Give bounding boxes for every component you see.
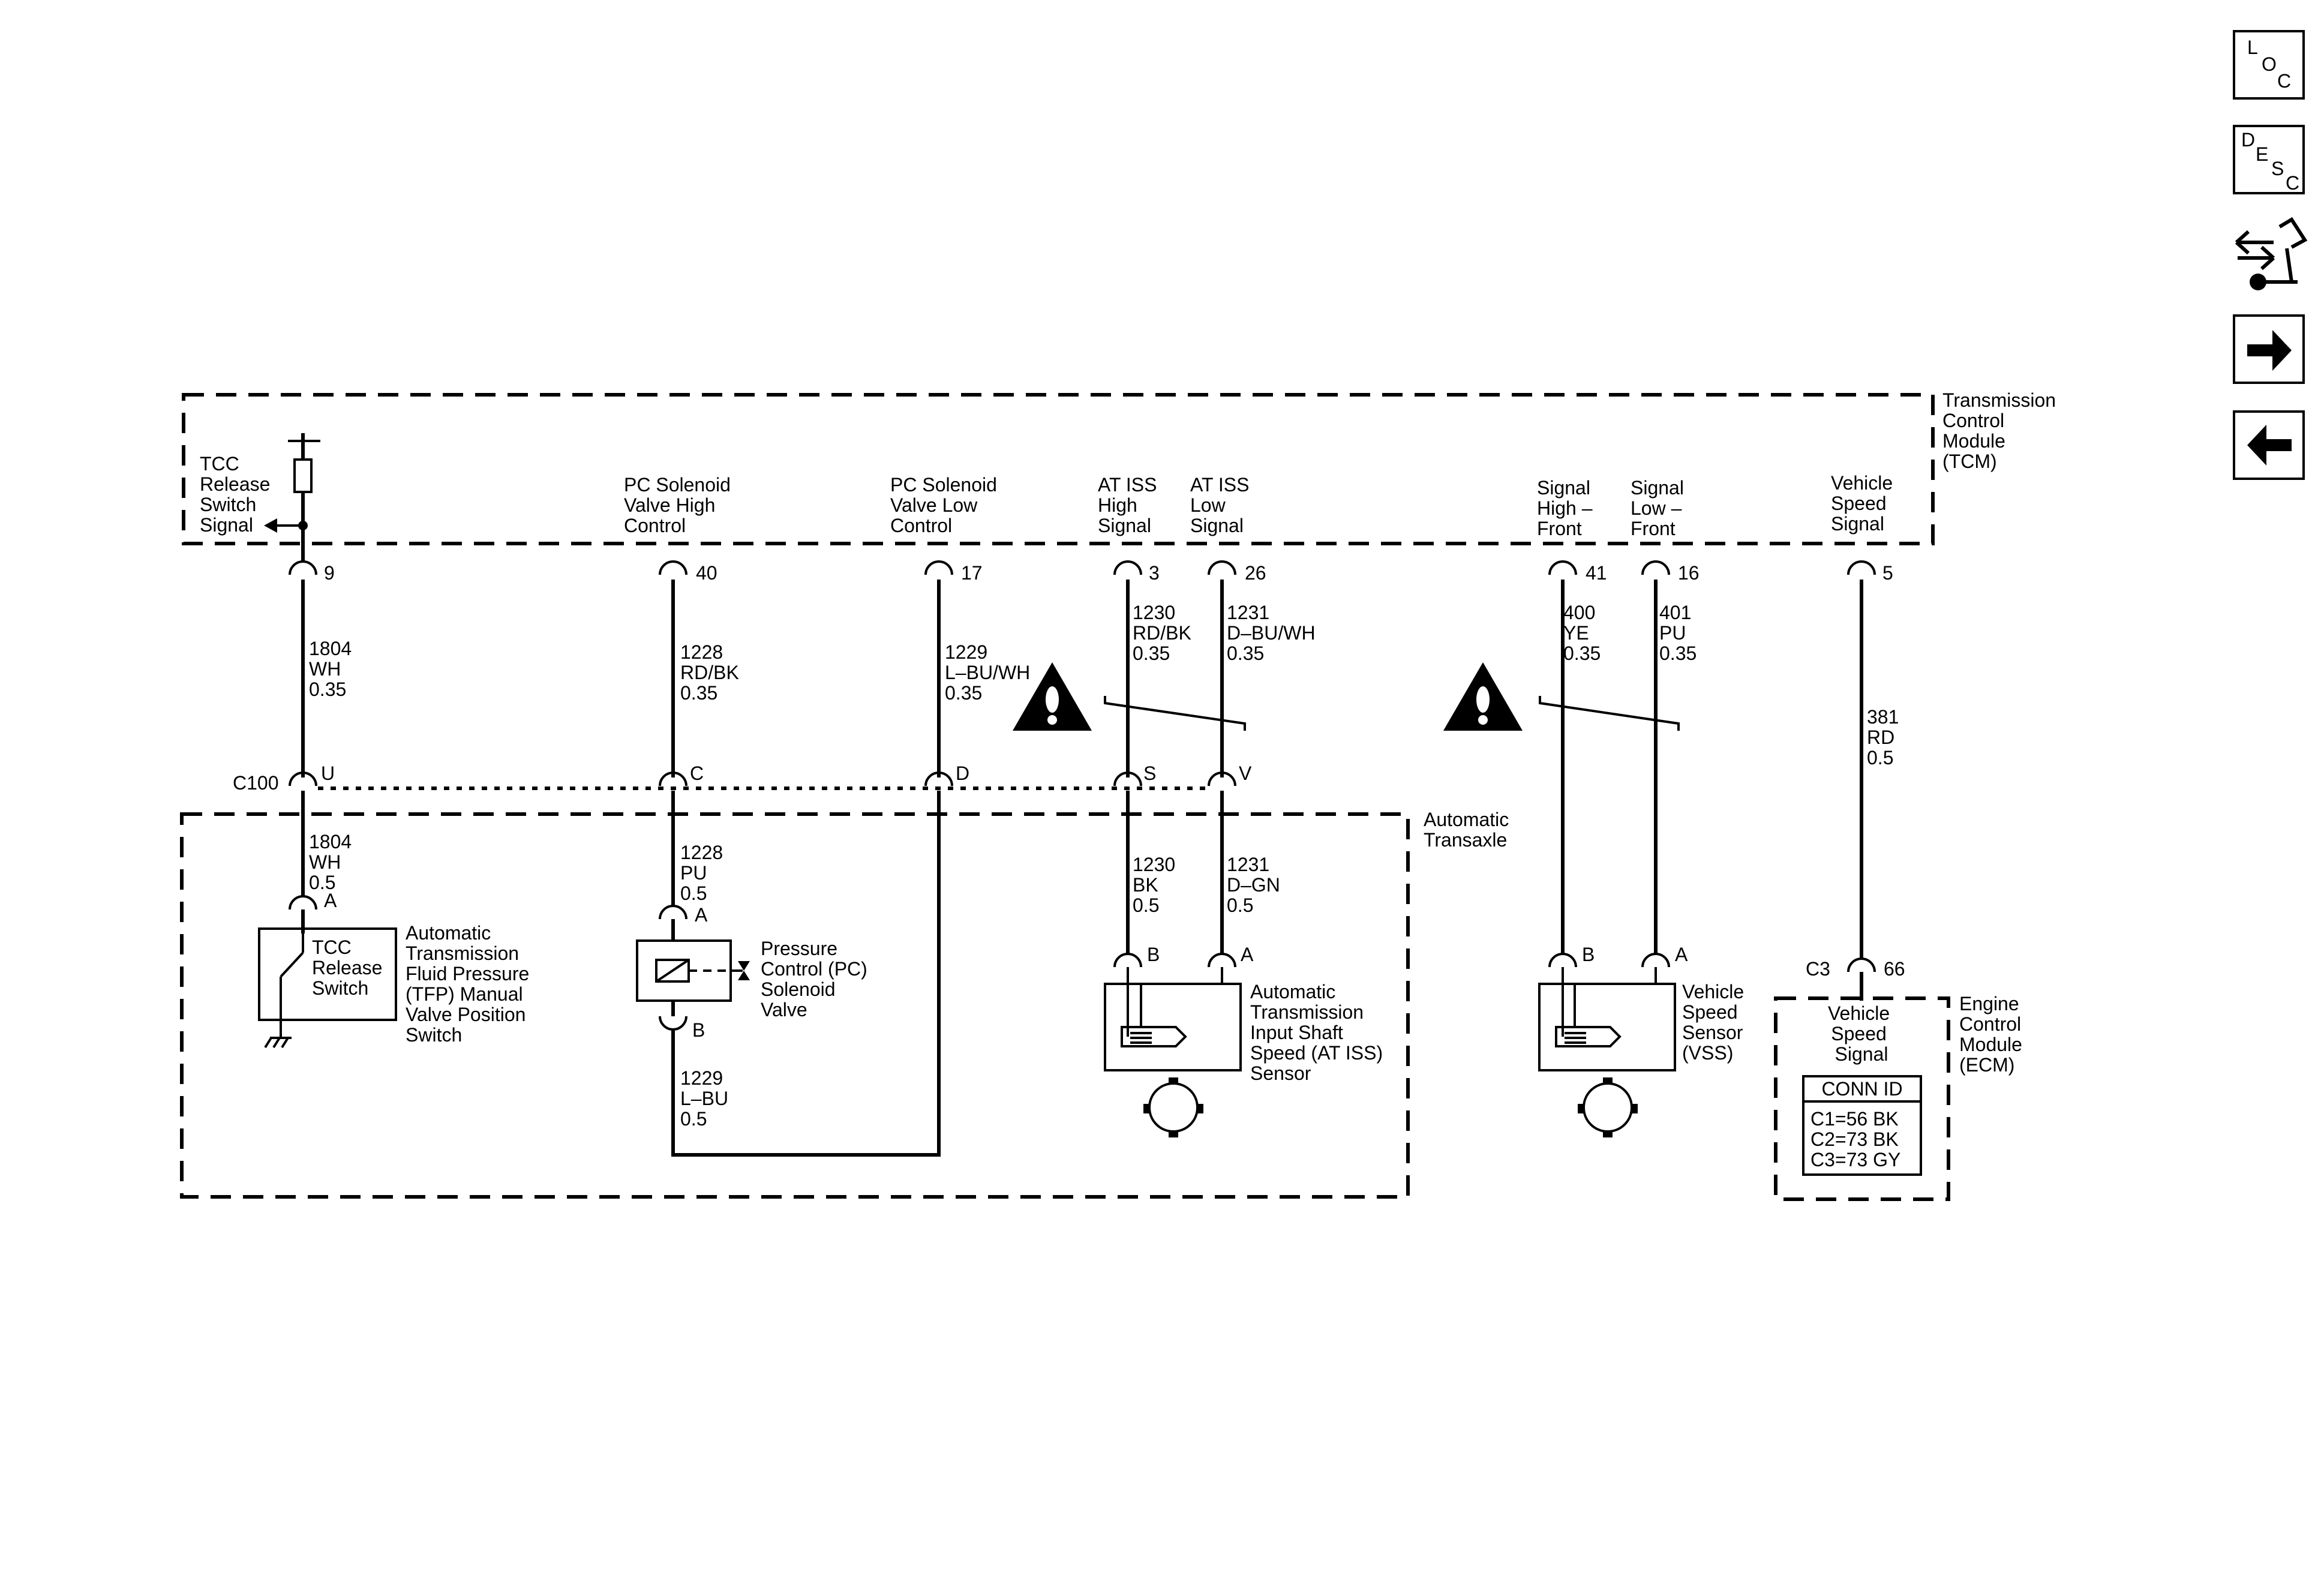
location-button[interactable]: L O C [2233, 30, 2305, 100]
pc-valve-low-control-label: PC Solenoid Valve Low Control [890, 474, 1002, 536]
svg-text:C: C [2277, 70, 2291, 92]
conn-id-row: C2=73 BK [1810, 1128, 1899, 1150]
twisted-pair-marker [1104, 696, 1246, 731]
tcm-pin-number: 40 [696, 562, 717, 584]
vss-sensor-pin-b: B [1582, 944, 1595, 965]
tcc-release-switch-inner-label: TCC Release Switch [312, 936, 388, 999]
tcm-tcc-internal-circuit [264, 433, 320, 563]
upper-wires [301, 580, 1863, 960]
ecm-connector-name: C3 [1806, 958, 1830, 980]
wire-400-label: 400 YE 0.35 [1563, 602, 1601, 664]
caution-icon [1443, 662, 1523, 731]
wire-1804-upper-label: 1804 WH 0.35 [309, 638, 357, 700]
diagnostic-button[interactable] [2232, 216, 2308, 292]
svg-text:C: C [2286, 172, 2299, 194]
c100-pin-letter: S [1143, 763, 1156, 784]
svg-text:S: S [2271, 158, 2284, 179]
c100-pin-letter: D [956, 763, 969, 784]
svg-text:L: L [2247, 37, 2258, 58]
tcc-release-switch-signal-label: TCC Release Switch Signal [200, 453, 275, 536]
svg-text:O: O [2262, 53, 2277, 75]
vehicle-speed-signal-tcm-label: Vehicle Speed Signal [1831, 472, 1898, 535]
tfp-switch-component [258, 895, 397, 1049]
c100-pin-letter: U [321, 763, 335, 784]
wire-1229-upper-label: 1229 L–BU/WH 0.35 [945, 641, 1035, 704]
ecm-connector-c3 [1847, 957, 1876, 1001]
arrow-left-icon [2247, 425, 2292, 466]
wire-401-label: 401 PU 0.35 [1659, 602, 1697, 664]
previous-button[interactable] [2233, 410, 2305, 480]
at-iss-high-signal-label: AT ISS High Signal [1098, 474, 1162, 536]
wire-1229-lower-label: 1229 L–BU 0.5 [680, 1067, 734, 1130]
tfp-switch-component-label: Automatic Transmission Fluid Pressure (T… [406, 922, 535, 1046]
c100-connector-pins [289, 772, 1236, 787]
signal-high-front-label: Signal High – Front [1537, 477, 1598, 539]
at-iss-low-signal-label: AT ISS Low Signal [1190, 474, 1254, 536]
wire-1230-lower-label: 1230 BK 0.5 [1133, 854, 1181, 916]
description-icon: D E S C [2241, 129, 2299, 194]
tcm-pin-number: 3 [1149, 562, 1160, 584]
iss-sensor-pin-a: A [1241, 944, 1254, 965]
tcm-module-label: Transmission Control Module (TCM) [1942, 389, 2061, 472]
ecm-module-label: Engine Control Module (ECM) [1959, 993, 2028, 1076]
pc-valve-high-control-label: PC Solenoid Valve High Control [624, 474, 736, 536]
wire-1231-upper-label: 1231 D–BU/WH 0.35 [1227, 602, 1320, 664]
vss-sensor-pin-a: A [1675, 944, 1688, 965]
arrow-right-icon [2247, 330, 2292, 371]
transaxle-module-label: Automatic Transaxle [1424, 809, 1514, 851]
twisted-pair-marker [1539, 696, 1680, 731]
tfp-switch-pin-letter: A [324, 890, 337, 911]
iss-sensor-component-label: Automatic Transmission Input Shaft Speed… [1250, 981, 1388, 1084]
signal-low-front-label: Signal Low – Front [1631, 477, 1689, 539]
tcm-pin-number: 26 [1245, 562, 1266, 584]
location-icon: L O C [2247, 37, 2291, 92]
description-button[interactable]: D E S C [2233, 125, 2305, 194]
caution-icon [1013, 662, 1092, 731]
wire-1231-lower-label: 1231 D–GN 0.5 [1227, 854, 1286, 916]
svg-text:E: E [2256, 143, 2268, 165]
ecm-vehicle-speed-signal-label: Vehicle Speed Signal [1828, 1002, 1895, 1065]
lower-wires [301, 791, 1224, 1157]
ecm-boundary [1774, 996, 1950, 1201]
vss-sensor-component-label: Vehicle Speed Sensor (VSS) [1682, 981, 1749, 1064]
tcm-pin-connectors [289, 560, 1876, 576]
pc-solenoid-pin-b: B [692, 1019, 705, 1041]
wire-1804-lower-label: 1804 WH 0.5 [309, 831, 357, 893]
ecm-pin-number: 66 [1884, 958, 1905, 980]
iss-sensor-pin-b: B [1147, 944, 1160, 965]
wire-381-label: 381 RD 0.5 [1867, 706, 1904, 769]
c100-connector-label: C100 [233, 772, 279, 794]
vss-sensor-component [1538, 953, 1676, 1137]
transaxle-boundary [180, 812, 1410, 1199]
diagnostic-wrench-icon [2235, 217, 2308, 290]
next-button[interactable] [2233, 314, 2305, 384]
wire-1228-upper-label: 1228 RD/BK 0.35 [680, 641, 744, 704]
pc-solenoid-component-label: Pressure Control (PC) Solenoid Valve [761, 938, 873, 1020]
tcm-boundary [182, 393, 1935, 545]
conn-id-title: CONN ID [1821, 1078, 1902, 1100]
c100-pin-letter: V [1239, 763, 1252, 784]
wire-1228-lower-label: 1228 PU 0.5 [680, 842, 728, 904]
at-iss-sensor-component [1104, 953, 1242, 1137]
conn-id-table [1802, 1075, 1922, 1176]
tcm-pin-number: 16 [1678, 562, 1700, 584]
tcm-pin-number: 9 [324, 562, 335, 584]
tcm-pin-number: 41 [1586, 562, 1607, 584]
pc-solenoid-valve-component [636, 905, 750, 1031]
svg-text:D: D [2241, 129, 2255, 151]
tcm-pin-number: 17 [961, 562, 983, 584]
tcm-pin-number: 5 [1882, 562, 1893, 584]
conn-id-row: C3=73 GY [1810, 1149, 1900, 1170]
pc-solenoid-pin-a: A [695, 904, 708, 926]
wire-1230-upper-label: 1230 RD/BK 0.35 [1133, 602, 1197, 664]
c100-pin-letter: C [690, 763, 704, 784]
conn-id-row: C1=56 BK [1810, 1108, 1899, 1130]
